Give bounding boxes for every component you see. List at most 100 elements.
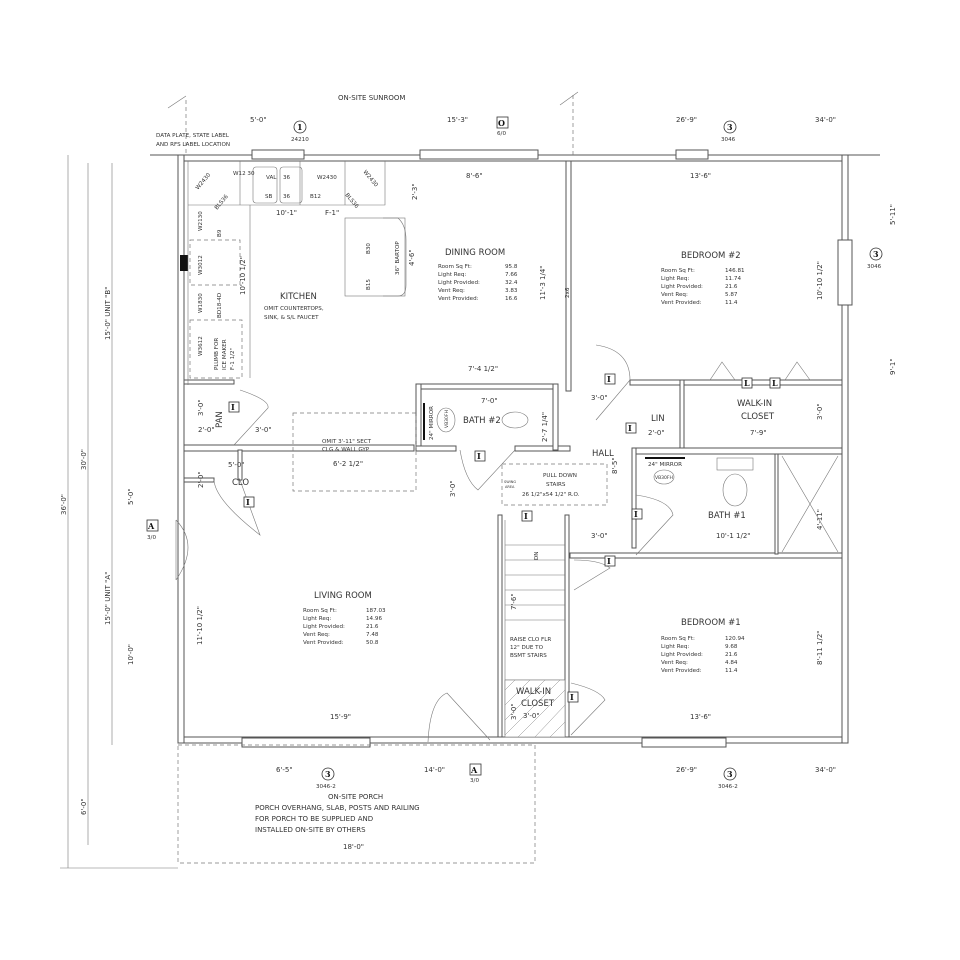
plan-text: 4.84 xyxy=(725,660,738,666)
plan-text: 3.83 xyxy=(505,288,518,294)
plan-text: W1830 xyxy=(198,293,204,313)
plan-text: 3 xyxy=(727,769,733,779)
plan-text: Light Provided: xyxy=(661,652,703,658)
interior-door-tags: I I I I I I I I I L L xyxy=(228,373,781,703)
pull-down-stairs-2: STAIRS xyxy=(546,482,566,488)
plan-text: 4'-6" xyxy=(408,249,416,266)
plan-text: PLUMB FOR xyxy=(214,338,220,370)
plan-text: 36 xyxy=(283,175,291,181)
plan-text: 34'-0" xyxy=(815,766,836,774)
room-name-hall: HALL xyxy=(592,449,614,459)
plan-text: 8'-11 1/2" xyxy=(816,630,824,665)
walkin-closet-bottom-2: CLOSET xyxy=(521,699,555,709)
plan-text: 36 xyxy=(283,194,291,200)
plan-text: 15'-0" UNIT "A" xyxy=(104,572,112,625)
plan-text: 1 xyxy=(297,122,303,132)
swing-area-2: AREA xyxy=(505,485,515,489)
data-plate-note-1: DATA PLATE, STATE LABEL xyxy=(156,133,230,139)
plan-text: 8'-5" xyxy=(611,457,619,474)
plan-text: 11.74 xyxy=(725,276,741,282)
plan-text: 3'-0" xyxy=(816,403,824,420)
plan-text: 11'-10 1/2" xyxy=(196,606,204,645)
plan-text: B9 xyxy=(217,229,223,237)
plan-text: BD18-4D xyxy=(217,293,223,318)
pull-down-stairs-1: PULL DOWN xyxy=(543,473,577,479)
plan-text: W3612 xyxy=(198,336,204,356)
plan-text: 13'-6" xyxy=(690,172,711,180)
ice-maker-note: PLUMB FOR ICE MAKER F-1 1/2" xyxy=(214,338,236,370)
plan-text: SB xyxy=(265,194,273,200)
doors xyxy=(175,344,811,743)
kitchen-cabinets xyxy=(187,161,407,385)
plan-text: I xyxy=(246,497,250,507)
raise-closet-note-1: RAISE CLO FLR xyxy=(510,637,551,643)
plan-text: BLS36 xyxy=(214,194,230,212)
vanity-label-bath1: VB30FH xyxy=(655,475,673,481)
plan-text: 5'-0" xyxy=(250,116,267,124)
plan-text: 120.94 xyxy=(725,636,745,642)
plan-text: Vent Req: xyxy=(661,292,688,298)
plan-text: 2'-3" xyxy=(411,183,419,200)
room-stats-bedroom1: Room Sq Ft:120.94 Light Req:9.68 Light P… xyxy=(661,636,745,674)
plan-text: 18'-0" xyxy=(343,843,364,851)
room-stats-bedroom2: Room Sq Ft:146.81 Light Req:11.74 Light … xyxy=(661,268,745,306)
sunroom-label: ON-SITE SUNROOM xyxy=(338,94,405,102)
porch-note-2: FOR PORCH TO BE SUPPLIED AND xyxy=(255,815,373,823)
plan-text: 32.4 xyxy=(505,280,518,286)
room-stats-living: Room Sq Ft:187.03 Light Req:14.96 Light … xyxy=(303,608,386,646)
plan-text: 36'-0" xyxy=(60,494,68,515)
plan-text: W12 30 xyxy=(233,171,255,177)
windows xyxy=(180,149,853,748)
plan-text: 3/0 xyxy=(147,535,156,541)
plan-text: 6'-5" xyxy=(276,766,293,774)
plan-text: 4'-11" xyxy=(816,509,824,530)
plan-text: Room Sq Ft: xyxy=(438,264,472,270)
omit-section-note-1: OMIT 3'-11" SECT xyxy=(322,439,372,445)
plan-text: I xyxy=(634,509,638,519)
plan-text: 95.8 xyxy=(505,264,518,270)
plan-text: 3'-0" xyxy=(591,532,608,540)
basement-stairs xyxy=(501,463,608,738)
plan-text: 7'-4 1/2" xyxy=(468,365,498,373)
plan-text: 6'-0" xyxy=(80,798,88,815)
plan-text: F-1 1/2" xyxy=(230,347,236,370)
plan-text: 21.6 xyxy=(725,284,738,290)
plan-text: Vent Provided: xyxy=(303,640,344,646)
plan-text: L xyxy=(772,378,778,388)
plan-text: 7.48 xyxy=(366,632,379,638)
plan-text: W2430 xyxy=(317,175,337,181)
walkin-closet-top-2: CLOSET xyxy=(741,412,775,422)
plan-text: 5'-11" xyxy=(889,204,897,225)
plan-text: I xyxy=(231,402,235,412)
window-tag: 3 3046 xyxy=(721,120,737,143)
plan-text: 3 xyxy=(727,122,733,132)
bath-fixtures xyxy=(423,403,839,553)
plan-text: 24210 xyxy=(291,137,309,143)
plan-text: 3'-0" xyxy=(523,712,540,720)
plan-text: Room Sq Ft: xyxy=(661,268,695,274)
plan-text: 36" BARTOP xyxy=(395,241,401,275)
porch-note-3: INSTALLED ON-SITE BY OTHERS xyxy=(255,826,366,834)
plan-text: 11'-3 1/4" xyxy=(539,265,547,300)
omit-section-note-2: CLG & WALL GYP xyxy=(322,447,370,453)
plan-text: 3'-0" xyxy=(197,399,205,416)
plan-text: 3046 xyxy=(721,137,736,143)
plan-text: Vent Provided: xyxy=(661,668,702,674)
plan-text: 5'-0" xyxy=(228,461,245,469)
plan-text: 34'-0" xyxy=(815,116,836,124)
plan-text: Vent Provided: xyxy=(438,296,479,302)
plan-text: 3'-0" xyxy=(510,703,518,720)
plan-text: 7'-6" xyxy=(510,593,518,610)
plan-text: W3012 xyxy=(198,255,204,275)
room-name-bedroom1: BEDROOM #1 xyxy=(681,618,741,628)
plan-text: I xyxy=(477,451,481,461)
plan-text: ICE MAKER xyxy=(222,339,228,370)
data-plate-note-2: AND RFS LABEL LOCATION xyxy=(156,142,230,148)
plan-text: 14'-0" xyxy=(424,766,445,774)
plan-text: 2'-0" xyxy=(648,429,665,437)
cabinet-labels: W2430 W12 30 VAL 36 SB 36 W2430 B12 W243… xyxy=(195,169,401,356)
walkin-closet-bottom-1: WALK-IN xyxy=(516,687,551,697)
swing-area-1: SWING xyxy=(504,480,516,484)
